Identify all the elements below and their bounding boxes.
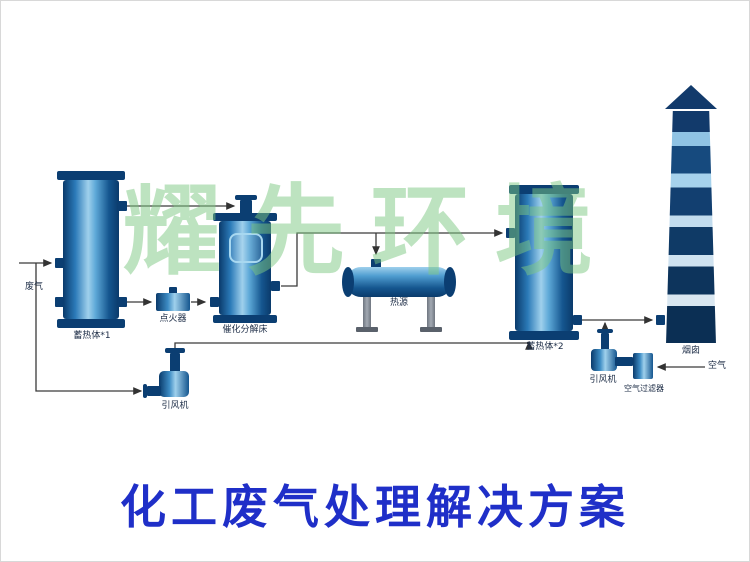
bed-bottom-flange — [213, 315, 277, 323]
heat-source-foot-right — [420, 327, 442, 332]
waste-gas-label: 废气 — [24, 282, 43, 292]
fan-right-outlet-pipe — [601, 333, 609, 351]
regenerator-1-body — [63, 180, 119, 319]
line-bed-to-regenerator2 — [281, 229, 504, 287]
regenerator-1-nozzle-right-low — [118, 297, 127, 307]
bed-top-stub-flange — [235, 195, 257, 200]
igniter-stub — [169, 287, 177, 294]
bed-body — [219, 221, 271, 315]
heat-source-endcap-right — [444, 267, 456, 297]
fan-right-body — [591, 349, 617, 371]
chimney-nozzle — [656, 315, 665, 325]
igniter-body — [156, 293, 190, 311]
fan-left-body — [159, 371, 189, 397]
regenerator-1-top-flange — [57, 171, 125, 180]
chimney-stack — [666, 111, 716, 343]
regenerator-2-bottom-flange — [509, 331, 579, 340]
regenerator-1-nozzle-right-top — [118, 201, 127, 211]
chimney-cone — [665, 85, 717, 109]
regenerator-2-body — [515, 194, 573, 331]
line-wastegas-to-fan-left — [35, 263, 143, 395]
air-label: 空气 — [707, 361, 726, 371]
regenerator-2-top-flange — [509, 185, 579, 194]
regenerator-1-nozzle-left-mid — [55, 258, 64, 268]
bed-nozzle-left — [210, 297, 219, 307]
fan-left-label: 引风机 — [161, 401, 189, 411]
chimney-label: 烟囱 — [681, 346, 700, 356]
heat-source-stub — [371, 259, 381, 268]
heat-source-leg-left — [363, 296, 371, 327]
page-title: 化工废气处理解决方案 — [120, 480, 630, 534]
heat-source-endcap-left — [342, 267, 354, 297]
regenerator-2-nozzle-left — [506, 228, 515, 238]
regenerator-1-bottom-flange — [57, 319, 125, 328]
regenerator-1-label: 蓄热体*1 — [73, 331, 111, 341]
bed-label: 催化分解床 — [222, 325, 268, 335]
line-fan-left-to-regenerator2 — [174, 340, 533, 350]
heat-source-body — [346, 267, 452, 297]
air-filter-label: 空气过滤器 — [624, 384, 664, 393]
air-filter-body — [633, 353, 653, 379]
fan-right-inlet-pipe — [615, 357, 633, 366]
heat-source-label: 热源 — [389, 298, 408, 308]
heat-source-leg-right — [427, 296, 435, 327]
fan-left-outlet-pipe — [170, 353, 180, 373]
fan-left-inlet-pipe — [147, 386, 161, 396]
regenerator-2-nozzle-right — [573, 315, 582, 325]
igniter-label: 点火器 — [159, 314, 187, 324]
fan-right-outlet-flange — [597, 329, 613, 333]
bed-top-flange — [213, 213, 277, 221]
heat-source-foot-left — [356, 327, 378, 332]
bed-nozzle-right — [271, 281, 280, 291]
fan-right-label: 引风机 — [589, 375, 617, 385]
fan-left-outlet-flange — [165, 348, 185, 353]
fan-left-inlet-flange — [143, 384, 147, 398]
regenerator-2-label: 蓄热体*2 — [526, 342, 564, 352]
bed-window — [229, 233, 263, 263]
regenerator-1-nozzle-left-low — [55, 297, 64, 307]
